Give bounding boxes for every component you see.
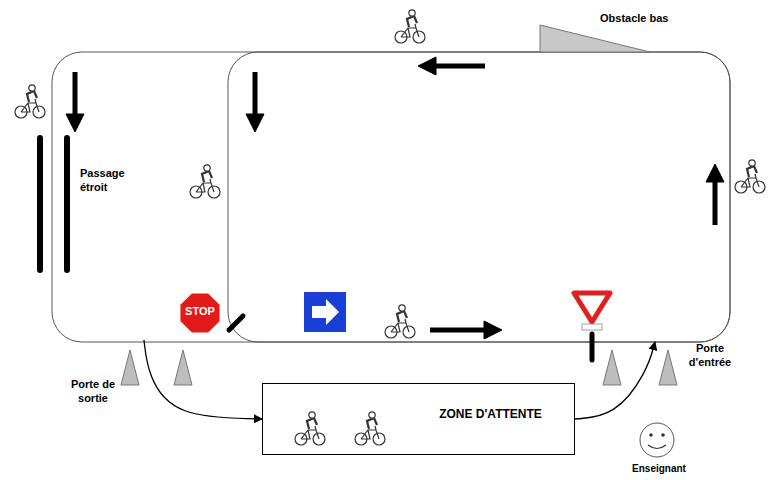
flow-arrow (144, 340, 262, 419)
narrow-bar (64, 138, 70, 270)
flow-arrow (575, 342, 655, 419)
yield-sign (574, 293, 610, 322)
inner-loop (228, 52, 730, 342)
yield-plate (582, 324, 602, 330)
direction-sign-arrow (312, 299, 339, 325)
teacher-face (640, 423, 674, 457)
course-label: Obstacle bas (600, 11, 690, 25)
direction-arrows (66, 57, 724, 339)
node-text: Porte d'entrée (682, 342, 738, 370)
node-text: STOP (178, 305, 222, 319)
course-label: Passage étroit (80, 166, 138, 195)
node-text: Porte de sortie (60, 378, 126, 406)
gate-marker: Porte de sortie (60, 340, 146, 410)
cones (121, 350, 677, 385)
low-obstacle (540, 25, 650, 52)
direction-sign (304, 292, 346, 332)
yield-line (590, 334, 595, 360)
waiting-zone-box: ZONE D'ATTENTE (262, 383, 575, 455)
node-text: ZONE D'ATTENTE (413, 407, 568, 422)
stop-line (229, 316, 243, 330)
narrow-bar (37, 138, 43, 270)
cyclists (15, 10, 765, 445)
gate-marker: Porte d'entrée (640, 342, 742, 382)
stop-sign: STOP (178, 291, 222, 335)
course-label: Enseignant (622, 462, 696, 475)
outer-loop (52, 52, 730, 342)
